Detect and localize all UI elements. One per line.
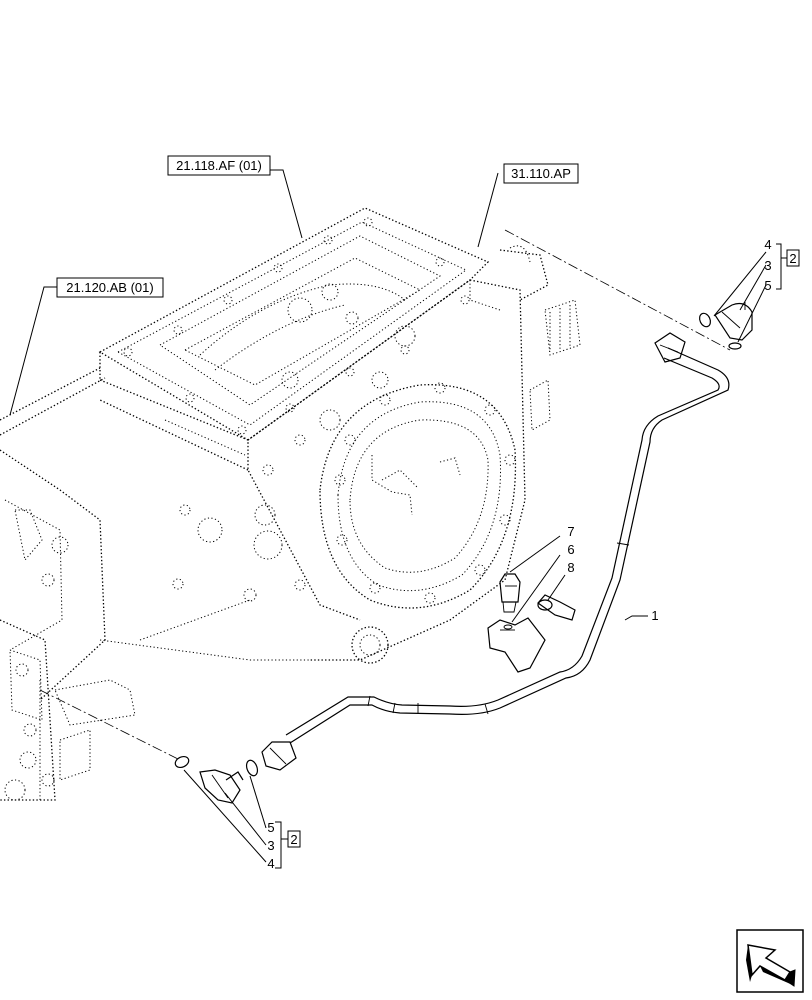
callout-7: 7 bbox=[567, 524, 574, 539]
svg-text:31.110.AP: 31.110.AP bbox=[511, 166, 571, 181]
callout-6: 6 bbox=[567, 542, 574, 557]
fitting-top[interactable] bbox=[698, 302, 753, 350]
svg-text:21.120.AB (01): 21.120.AB (01) bbox=[66, 280, 153, 295]
bracket-part-8[interactable] bbox=[537, 594, 576, 621]
leader-lines bbox=[9, 169, 787, 869]
fitting-bottom[interactable] bbox=[174, 755, 260, 804]
reference-31-110-ap[interactable]: 31.110.AP bbox=[503, 163, 579, 184]
group-box-bottom[interactable]: 2 bbox=[287, 830, 301, 848]
phantom-line-bottom bbox=[39, 689, 181, 761]
callout-1: 1 bbox=[651, 608, 658, 623]
callout-bottom-4: 4 bbox=[267, 856, 274, 871]
group-box-top[interactable]: 2 bbox=[786, 249, 800, 267]
callout-bottom-5: 5 bbox=[267, 820, 274, 835]
transmission-housing bbox=[0, 207, 581, 801]
clamp-part-6[interactable] bbox=[487, 617, 546, 673]
callout-bottom-3: 3 bbox=[267, 838, 274, 853]
callout-top-4: 4 bbox=[764, 237, 771, 252]
hydraulic-pipe[interactable] bbox=[261, 332, 730, 771]
svg-text:2: 2 bbox=[789, 251, 796, 266]
reference-21-120-ab[interactable]: 21.120.AB (01) bbox=[56, 277, 164, 298]
coupling-part-7[interactable] bbox=[499, 573, 521, 613]
callout-top-3: 3 bbox=[764, 258, 771, 273]
reference-21-118-af[interactable]: 21.118.AF (01) bbox=[167, 155, 271, 176]
svg-text:21.118.AF (01): 21.118.AF (01) bbox=[176, 158, 262, 173]
phantom-line-top bbox=[504, 229, 731, 351]
callout-top-5: 5 bbox=[764, 278, 771, 293]
svg-text:2: 2 bbox=[290, 832, 297, 847]
navigation-arrow-icon[interactable] bbox=[736, 929, 804, 993]
callout-8: 8 bbox=[567, 560, 574, 575]
